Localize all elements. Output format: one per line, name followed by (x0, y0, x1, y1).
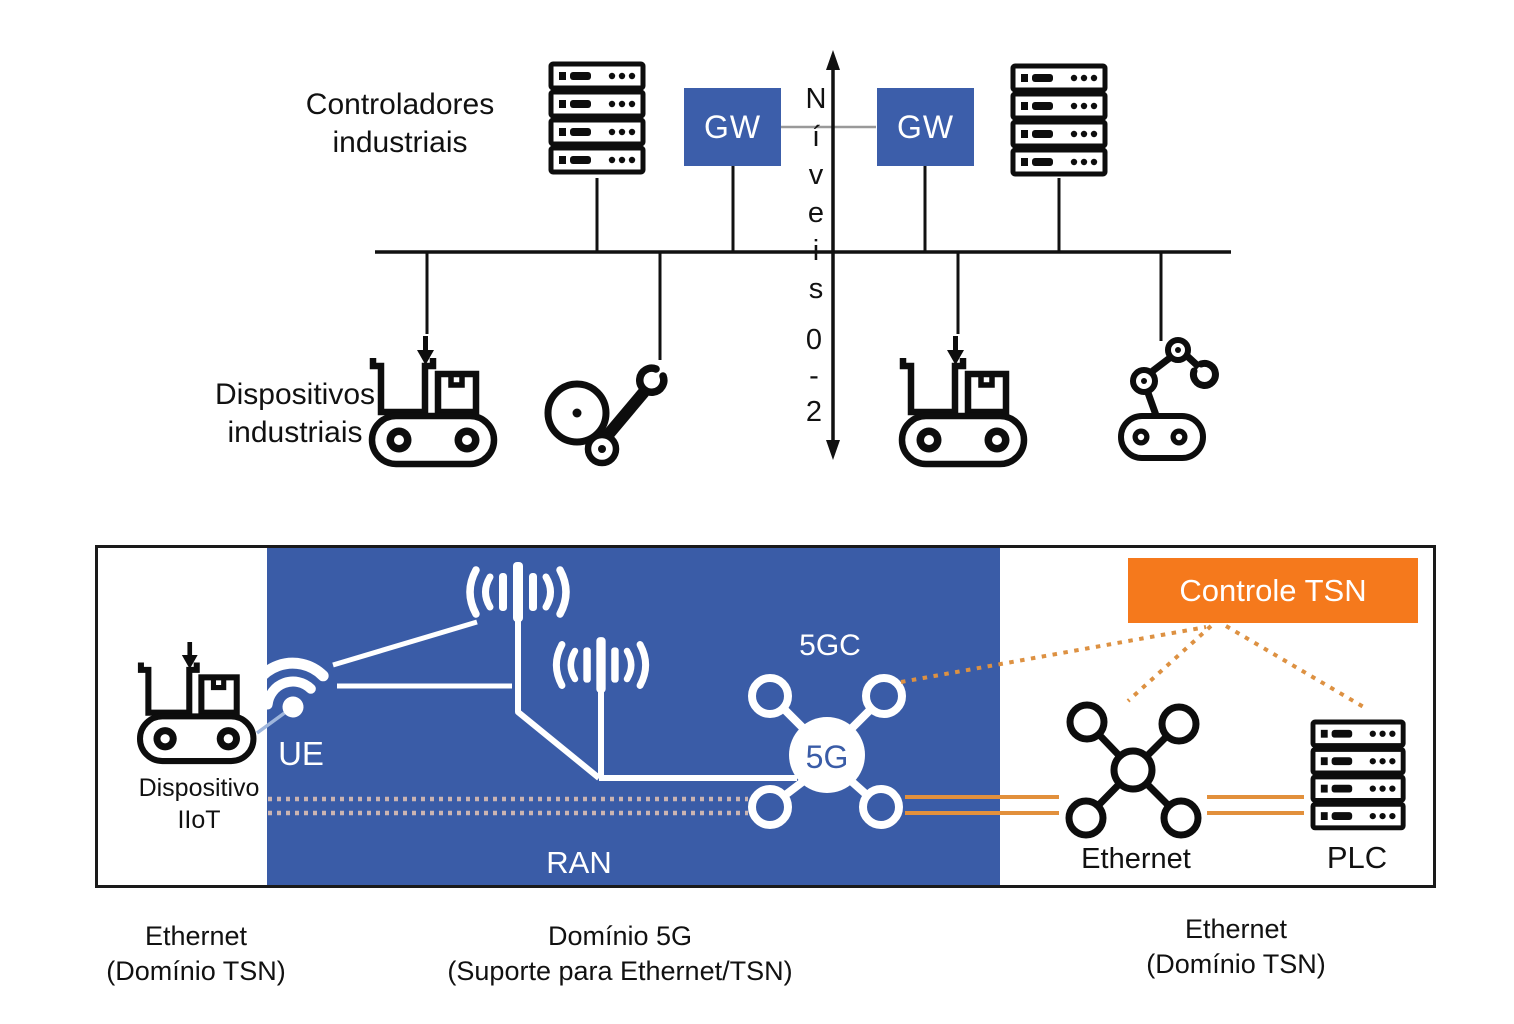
ethernet-switch-icon (1065, 701, 1202, 839)
server-rack-icon-2 (1013, 66, 1105, 174)
orange-data-links (905, 795, 1304, 815)
caption-5g-domain: Domínio 5G (Suporte para Ethernet/TSN) (447, 921, 793, 986)
ue-label: UE (278, 735, 324, 772)
plc-rack-icon (1313, 722, 1403, 828)
core-label: 5GC (799, 629, 861, 662)
levels-axis-word: N í v e i s (805, 83, 827, 305)
caption-ethernet-right: Ethernet (Domínio TSN) (1146, 914, 1326, 979)
wifi-icon (244, 657, 329, 718)
fiveg-core-icon (748, 674, 906, 829)
levels-axis-arrow-icon (826, 50, 840, 460)
core-node-label: 5G (805, 739, 849, 775)
levels-axis-range: 0 - 2 (805, 324, 823, 428)
gateway-box-1: GW (684, 88, 781, 166)
tsn-control-label: Controle TSN (1179, 572, 1367, 608)
server-rack-icon-1 (551, 64, 643, 172)
tsn-dotted-control-links (900, 624, 1369, 711)
ran-links (332, 615, 797, 781)
cell-antenna-icon-2 (556, 637, 645, 693)
cell-antenna-icon-1 (470, 562, 566, 622)
conveyor-device-icon-2 (902, 336, 1024, 464)
controllers-label: Controladores industriais (305, 88, 495, 160)
gray-dotted-streams (268, 796, 748, 816)
ethernet-switch-label: Ethernet (1081, 843, 1191, 875)
ran-label: RAN (546, 845, 612, 880)
caption-ethernet-left: Ethernet (Domínio TSN) (106, 921, 286, 986)
articulated-robot-arm-icon (1118, 337, 1219, 461)
iiot-device-label: Dispositivo IIoT (138, 774, 260, 834)
gateway1-label: GW (703, 108, 762, 145)
plc-label: PLC (1326, 840, 1388, 875)
gateway-box-2: GW (877, 88, 974, 166)
devices-label: Dispositivos industriais (214, 378, 376, 450)
tsn-control-box: Controle TSN (1128, 558, 1418, 623)
top-bus-network (375, 125, 1231, 360)
iiot-conveyor-icon (140, 642, 253, 761)
conveyor-device-icon-1 (372, 336, 494, 464)
wheel-robot-arm-icon (544, 364, 668, 467)
gateway2-label: GW (896, 108, 955, 145)
